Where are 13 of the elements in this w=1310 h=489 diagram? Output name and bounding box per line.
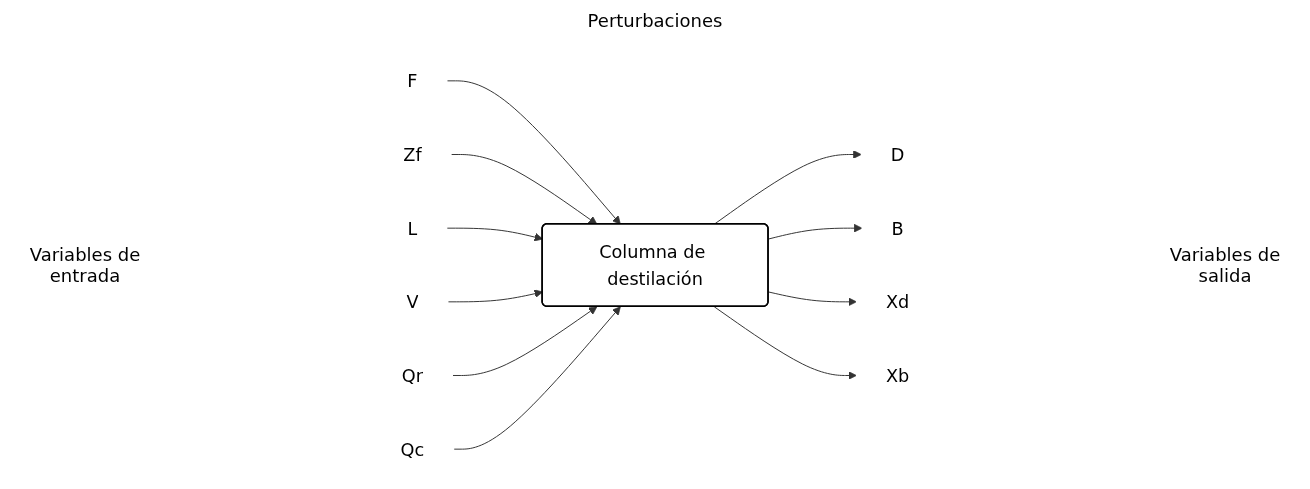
node-text: Xb [885,364,910,386]
node-text: V [406,291,419,312]
node-text: F [407,70,418,91]
node-text: Qc [400,438,425,459]
node-text: D [890,143,905,165]
node-text: Xd [885,291,910,312]
node-text: Qr [401,364,424,386]
group-label: Variables de entrada [28,243,142,286]
group-label: Variables de salida [1168,243,1282,286]
node-text: B [891,217,904,238]
node-text: Zf [403,143,422,165]
group-label: Perturbaciones [587,10,723,31]
node-text: L [407,217,418,238]
